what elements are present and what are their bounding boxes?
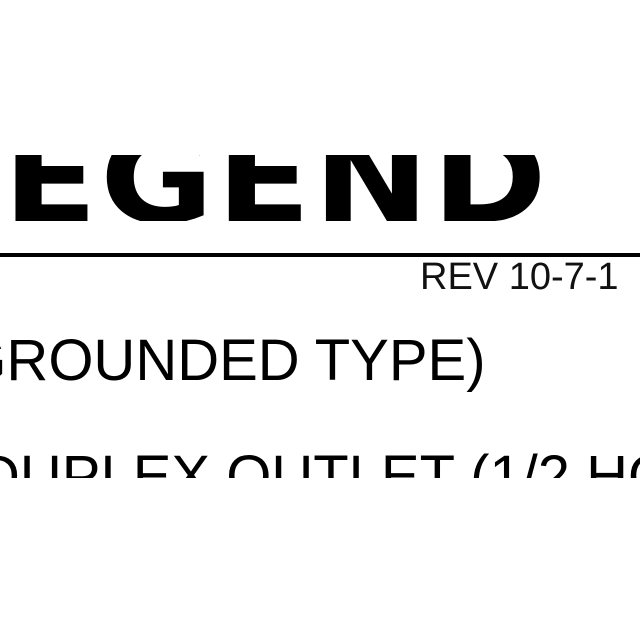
- legend-item-duplex-outlet: DUPLEX OUTLET (1/2 HOT): [0, 444, 640, 479]
- legend-heading-container: LEGEND: [0, 155, 640, 221]
- legend-item-duplex-container: DUPLEX OUTLET (1/2 HOT): [0, 440, 640, 479]
- legend-item-grounded-type: (GROUNDED TYPE): [0, 328, 486, 393]
- revision-label: REV 10-7-1: [420, 256, 619, 298]
- legend-heading: LEGEND: [0, 155, 549, 221]
- heading-underline: [0, 253, 640, 257]
